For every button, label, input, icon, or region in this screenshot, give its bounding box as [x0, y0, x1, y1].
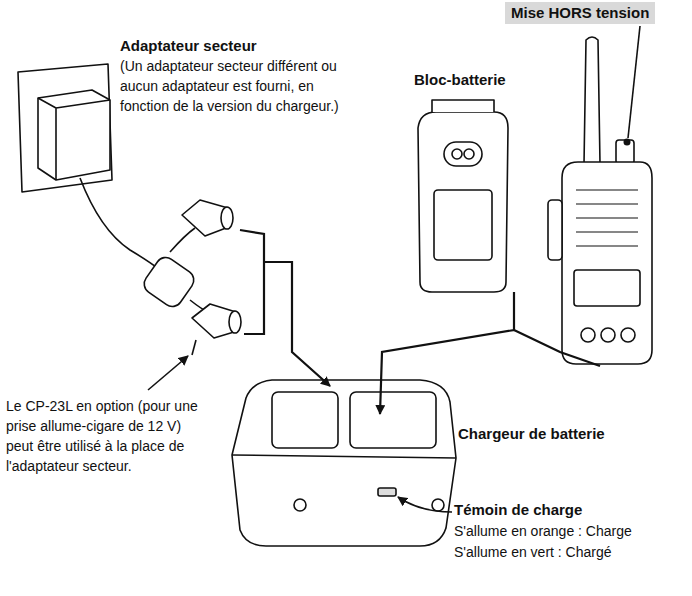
- ac-adapter: [38, 90, 110, 180]
- part-name: Témoin de charge: [454, 500, 689, 520]
- status-note: S'allume en orange : Charge: [454, 521, 689, 541]
- radio: [562, 162, 652, 364]
- callout-text: Mise HORS tension: [511, 4, 649, 21]
- speaker-grille: [576, 190, 638, 246]
- status-note: S'allume en vert : Chargé: [454, 542, 689, 562]
- battery-charger: [232, 380, 456, 546]
- callout-band: Mise HORS tension: [505, 2, 655, 24]
- ferrite-core: [140, 254, 197, 311]
- antenna: [584, 37, 600, 164]
- part-name: Chargeur de batterie: [458, 424, 608, 444]
- wall-plate: [18, 64, 112, 192]
- note: (Un adaptateur secteur différent ou aucu…: [120, 56, 348, 116]
- leader-line: [628, 26, 640, 138]
- battery-pack: [418, 112, 508, 292]
- note: Le CP-23L en option (pour une prise allu…: [6, 396, 206, 476]
- charge-indicator: [378, 488, 396, 496]
- part-name: Adaptateur secteur: [120, 36, 320, 56]
- part-name: Bloc-batterie: [414, 70, 554, 90]
